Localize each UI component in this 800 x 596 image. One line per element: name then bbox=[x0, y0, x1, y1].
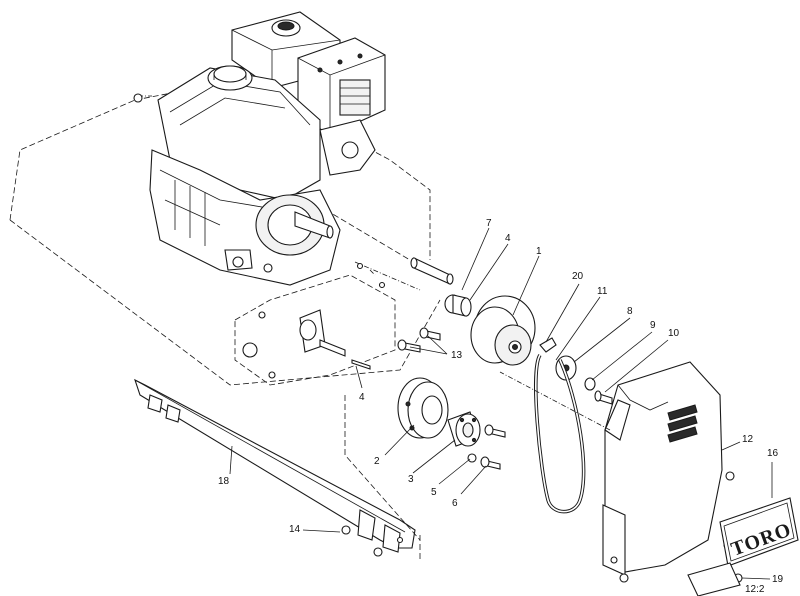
leader-lines bbox=[229, 227, 773, 580]
callout-12: 12 bbox=[742, 434, 754, 445]
part-9-washer bbox=[584, 377, 596, 391]
part-12-belt-guard bbox=[499, 361, 743, 583]
engine bbox=[149, 11, 386, 286]
part-20-key bbox=[539, 337, 557, 353]
part-11-belt bbox=[534, 354, 586, 514]
callout-20: 20 bbox=[572, 271, 584, 282]
callout-18: 18 bbox=[218, 476, 230, 487]
callout-1: 1 bbox=[536, 246, 542, 257]
callout-6: 6 bbox=[452, 498, 458, 509]
callout-19: 19 bbox=[772, 574, 784, 585]
callout-3: 3 bbox=[408, 474, 414, 485]
part-2-pulley bbox=[397, 377, 449, 439]
part-3-hub bbox=[447, 411, 481, 447]
callout-4-lower: 4 bbox=[359, 392, 365, 403]
part-1-clutch-pulley bbox=[470, 295, 536, 366]
callout-4-upper: 4 bbox=[505, 233, 511, 244]
part-4-bushing bbox=[444, 294, 472, 317]
part-4-pin bbox=[351, 359, 371, 370]
part-14-bolts bbox=[341, 525, 404, 557]
callout-13: 13 bbox=[451, 350, 463, 361]
part-18-shield bbox=[134, 378, 416, 553]
callout-5: 5 bbox=[431, 487, 437, 498]
callout-11: 11 bbox=[597, 286, 608, 297]
part-7-spacer bbox=[410, 257, 454, 285]
callout-7: 7 bbox=[486, 218, 492, 229]
callout-14: 14 bbox=[289, 524, 301, 535]
callout-9: 9 bbox=[650, 320, 656, 331]
callout-labels: 7 4 1 20 11 8 9 10 13 4 2 3 5 6 12 16 18… bbox=[218, 218, 784, 595]
part-19-decal bbox=[687, 562, 741, 596]
part-10-bolt bbox=[594, 390, 613, 405]
callout-8: 8 bbox=[627, 306, 633, 317]
callout-16: 16 bbox=[767, 448, 779, 459]
callout-10: 10 bbox=[668, 328, 680, 339]
mounting-plate bbox=[234, 261, 421, 386]
part-5-6-bolt-washer bbox=[467, 424, 506, 470]
callout-2: 2 bbox=[374, 456, 380, 467]
callout-12-2: 12:2 bbox=[745, 584, 765, 595]
part-16-toro-decal: TORO bbox=[719, 497, 799, 567]
